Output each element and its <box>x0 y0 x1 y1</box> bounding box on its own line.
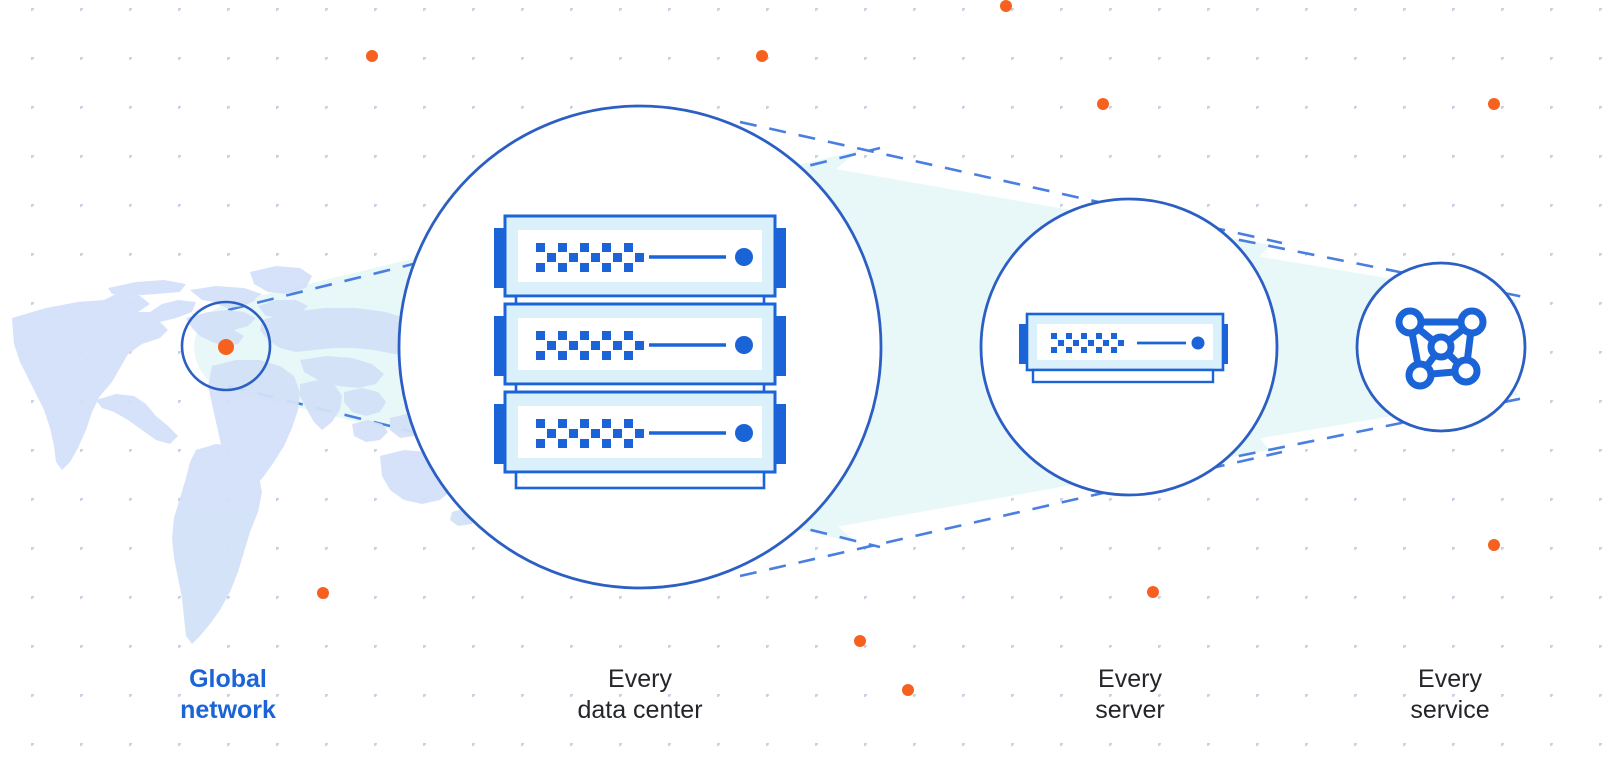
accent-dot <box>1488 98 1500 110</box>
server-unit-icon <box>1019 312 1228 384</box>
map-location-marker-icon <box>218 339 234 355</box>
rack-unit <box>494 302 786 402</box>
accent-dot <box>756 50 768 62</box>
accent-dot <box>1097 98 1109 110</box>
accent-dot <box>1000 0 1012 12</box>
accent-dot <box>317 587 329 599</box>
map-highlight-circle <box>180 300 272 392</box>
rack-unit <box>494 390 786 490</box>
network-mesh-icon <box>1395 307 1487 390</box>
accent-dot <box>1147 586 1159 598</box>
accent-dot <box>902 684 914 696</box>
accent-dot <box>366 50 378 62</box>
server-rack-icon <box>494 214 786 490</box>
accent-dot <box>854 635 866 647</box>
rack-unit <box>494 214 786 314</box>
world-map-icon <box>12 266 500 644</box>
accent-dot <box>1488 539 1500 551</box>
